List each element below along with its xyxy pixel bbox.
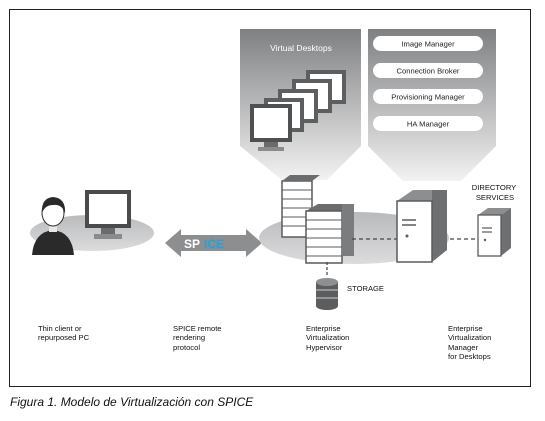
hypervisor-label: Enterprise Virtualization Hypervisor	[306, 324, 350, 352]
storage-icon	[316, 278, 338, 310]
virtual-desktops-label: Virtual Desktops	[270, 43, 332, 53]
manager-panel	[368, 29, 496, 181]
spice-protocol-label: SPICE remote rendering protocol	[173, 324, 222, 352]
svg-text:Connection Broker: Connection Broker	[397, 67, 460, 76]
figure-caption: Figura 1. Modelo de Virtualización con S…	[10, 395, 254, 409]
directory-services-label: DIRECTORY SERVICES	[472, 183, 518, 202]
thin-client-label: Thin client or repurposed PC	[38, 324, 90, 343]
manager-item-ha: HA Manager	[373, 116, 483, 131]
svg-text:HA Manager: HA Manager	[407, 120, 450, 129]
rack-server-icon	[281, 175, 354, 264]
manager-item-provisioning: Provisioning Manager	[373, 89, 483, 104]
thin-client-monitor-icon	[85, 190, 131, 239]
manager-item-connection-broker: Connection Broker	[373, 63, 483, 78]
manager-label: Enterprise Virtualization Manager for De…	[448, 324, 492, 362]
svg-text:Image Manager: Image Manager	[401, 40, 455, 49]
virtual-desktop-monitors	[250, 70, 346, 151]
storage-label: STORAGE	[347, 284, 384, 293]
svg-text:Provisioning Manager: Provisioning Manager	[391, 93, 465, 102]
directory-server-icon	[477, 208, 511, 257]
svg-text:SP: SP	[184, 237, 200, 251]
manager-item-image: Image Manager	[373, 36, 483, 51]
manager-server-icon	[396, 190, 447, 263]
svg-text:ICE: ICE	[204, 237, 224, 251]
spice-protocol-arrow-icon: SP ICE	[165, 229, 262, 257]
user-icon	[32, 197, 74, 255]
